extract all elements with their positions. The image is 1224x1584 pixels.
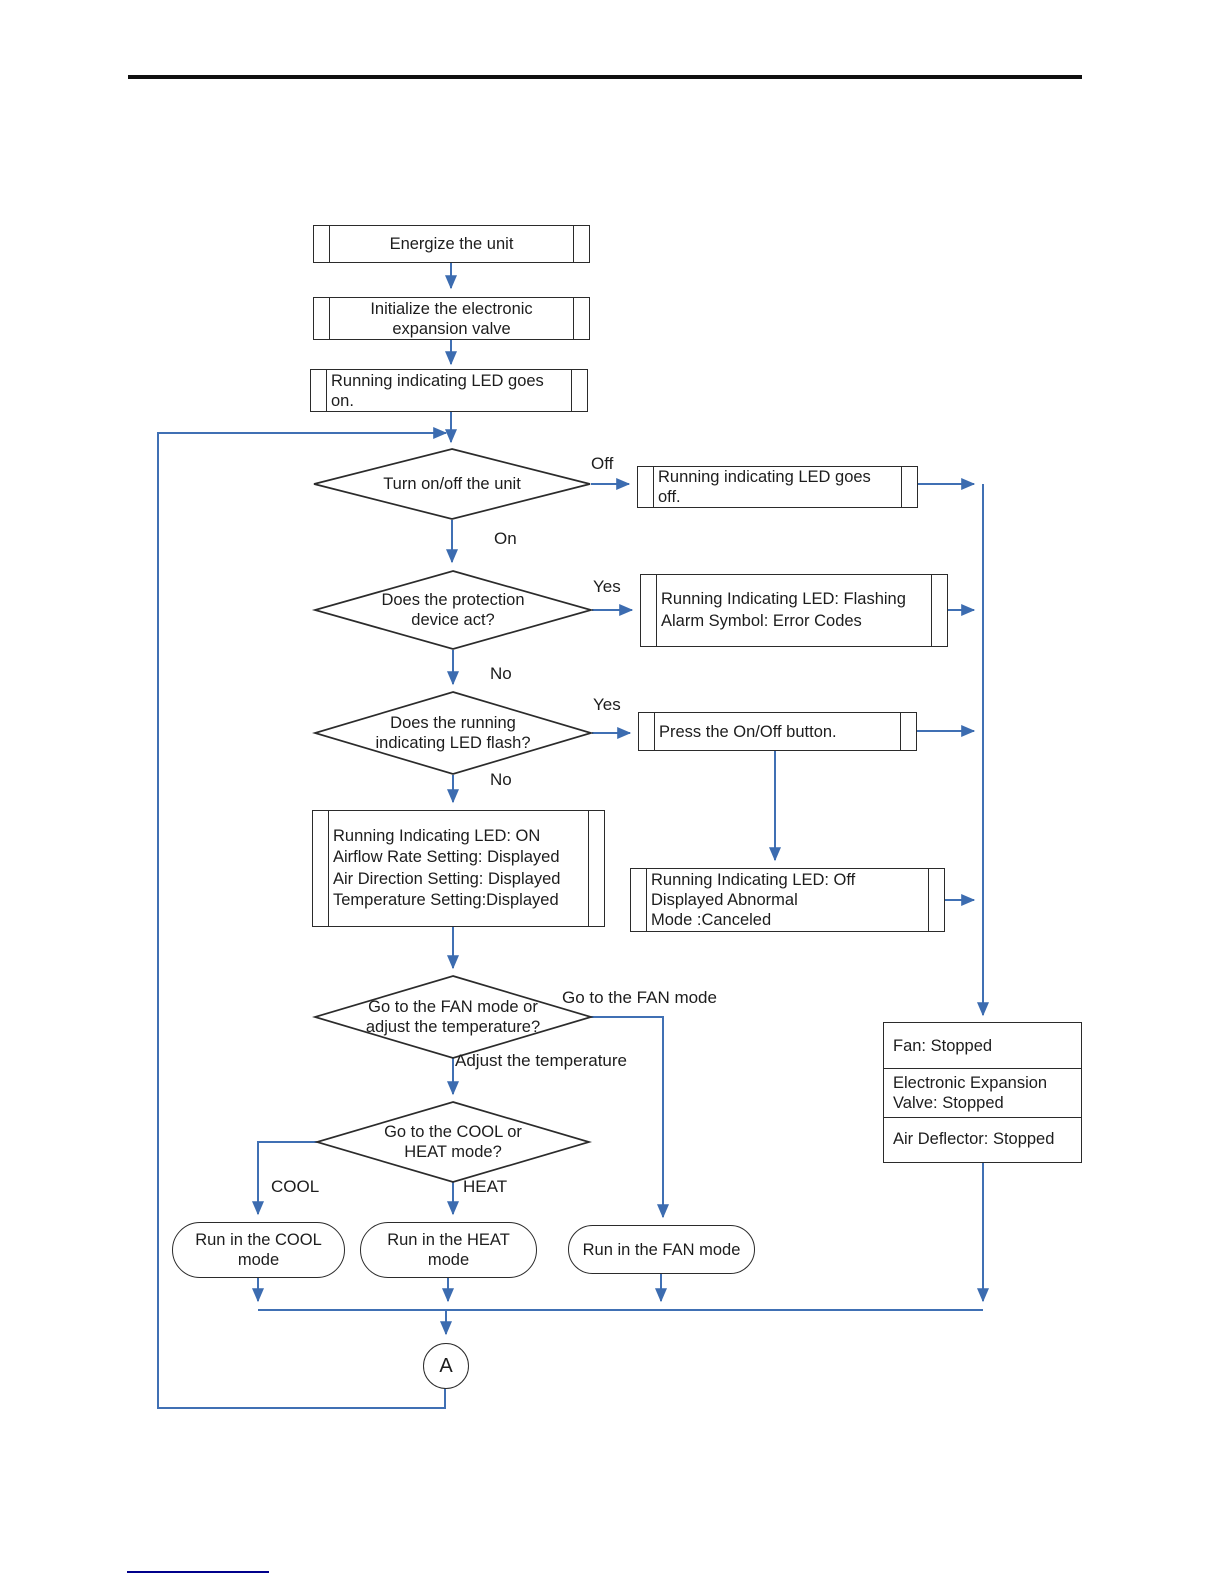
process-initialize-valve-label: Initialize the electronic expansion valv… — [314, 299, 589, 339]
branch-label-no-protection: No — [490, 664, 512, 683]
process-press-onoff-button-label: Press the On/Off button. — [639, 722, 916, 742]
text-line: expansion valve — [392, 319, 511, 338]
decision-protection-shape — [311, 570, 595, 650]
text-line: Air Direction Setting: Displayed — [333, 869, 561, 888]
process-led-goes-off: Running indicating LED goes off. — [637, 466, 918, 508]
decision-coolorheat-shape — [313, 1101, 593, 1183]
status-row-fan: Fan: Stopped — [884, 1023, 1081, 1069]
process-led-goes-off-label: Running indicating LED goes off. — [638, 467, 917, 507]
text-line: Running Indicating LED: Off — [651, 871, 856, 889]
status-row-valve-label: Electronic Expansion Valve: Stopped — [893, 1074, 1048, 1112]
text-line: Turn on/off the unit — [383, 475, 521, 493]
process-abnormal-canceled: Running Indicating LED: Off Displayed Ab… — [630, 868, 945, 932]
text-line: on. — [331, 391, 354, 410]
process-running-status: Running Indicating LED: ON Airflow Rate … — [312, 810, 605, 927]
text-line: Alarm Symbol: Error Codes — [661, 611, 862, 630]
status-row-valve: Electronic Expansion Valve: Stopped — [884, 1069, 1081, 1118]
feedback-loop-line — [157, 427, 448, 1409]
status-row-deflector-label: Air Deflector: Stopped — [893, 1130, 1055, 1148]
text-line: Displayed Abnormal — [651, 891, 798, 909]
branch-label-adjust-temperature: Adjust the temperature — [455, 1051, 627, 1070]
decision-fanortemp-label: Go to the FAN mode or adjust the tempera… — [315, 976, 591, 1058]
text-line: Initialize the electronic — [370, 299, 533, 318]
text-line: Airflow Rate Setting: Displayed — [333, 848, 560, 866]
branch-label-on: On — [494, 529, 517, 548]
text-line: device act? — [411, 611, 495, 629]
branch-label-yes-protection: Yes — [593, 577, 621, 596]
text-line: adjust the temperature? — [365, 1018, 541, 1036]
text-line: Go to the FAN mode or — [368, 998, 538, 1016]
branch-label-fan-mode: Go to the FAN mode — [562, 988, 717, 1007]
text-line: Press the On/Off button. — [659, 722, 837, 741]
process-led-flashing-alarm-label: Running Indicating LED: Flashing Alarm S… — [641, 589, 947, 632]
branch-label-no-flash: No — [490, 770, 512, 789]
text-line: indicating LED flash? — [375, 734, 531, 752]
decision-coolorheat-label: Go to the COOL or HEAT mode? — [317, 1102, 589, 1182]
decision-ledflash-shape — [312, 691, 594, 775]
text-line: Temperature Setting:Displayed — [333, 891, 559, 909]
process-energize-unit-label: Energize the unit — [314, 234, 589, 254]
branch-label-heat: HEAT — [463, 1177, 508, 1196]
terminal-run-fan-mode-label: Run in the FAN mode — [582, 1240, 741, 1259]
text-line: Go to the COOL or — [384, 1123, 522, 1141]
decision-turn-onoff-shape — [313, 448, 591, 520]
text-line: Running Indicating LED: Flashing — [661, 590, 906, 608]
terminal-run-cool-mode: Run in the COOL mode — [172, 1222, 345, 1278]
process-led-goes-on: Running indicating LED goes on. — [310, 369, 588, 412]
process-energize-unit: Energize the unit — [313, 225, 590, 263]
offpage-connector-a: A — [423, 1343, 469, 1389]
decision-fanortemp-shape — [312, 975, 594, 1059]
decision-protection-label: Does the protection device act? — [315, 571, 591, 649]
branch-label-off: Off — [591, 454, 614, 473]
text-line: Running Indicating LED: ON — [333, 826, 541, 845]
terminal-run-heat-mode: Run in the HEAT mode — [360, 1222, 537, 1278]
text-line: Running indicating LED goes — [331, 371, 544, 390]
branch-label-yes-flash: Yes — [593, 695, 621, 714]
process-abnormal-canceled-label: Running Indicating LED: Off Displayed Ab… — [631, 870, 944, 930]
process-initialize-valve: Initialize the electronic expansion valv… — [313, 297, 590, 340]
text-line: Mode :Canceled — [651, 911, 772, 929]
process-led-goes-on-label: Running indicating LED goes on. — [311, 371, 587, 411]
status-row-fan-label: Fan: Stopped — [893, 1036, 993, 1055]
status-table-stopped: Fan: Stopped Electronic Expansion Valve:… — [883, 1022, 1082, 1163]
status-row-deflector: Air Deflector: Stopped — [884, 1118, 1081, 1160]
decision-ledflash-label: Does the running indicating LED flash? — [315, 692, 591, 774]
text-line: Does the protection — [381, 591, 525, 609]
process-led-flashing-alarm: Running Indicating LED: Flashing Alarm S… — [640, 574, 948, 647]
process-running-status-label: Running Indicating LED: ON Airflow Rate … — [313, 826, 604, 912]
arrow-fan-branch — [591, 1016, 669, 1219]
footer-underline — [127, 1571, 269, 1573]
arrow-cool-branch — [252, 1141, 317, 1216]
offpage-connector-a-label: A — [439, 1354, 453, 1377]
terminal-run-cool-mode-label: Run in the COOL mode — [195, 1231, 322, 1269]
text-line: HEAT mode? — [404, 1143, 502, 1161]
terminal-run-fan-mode: Run in the FAN mode — [568, 1225, 755, 1274]
text-line: Running indicating LED goes — [658, 468, 871, 486]
terminal-run-heat-mode-label: Run in the HEAT mode — [387, 1231, 510, 1269]
text-line: off. — [658, 488, 681, 506]
top-rule — [128, 75, 1082, 79]
text-line: Does the running — [390, 714, 516, 732]
branch-label-cool: COOL — [271, 1177, 320, 1196]
decision-turn-onoff-label: Turn on/off the unit — [314, 449, 590, 519]
process-press-onoff-button: Press the On/Off button. — [638, 712, 917, 751]
text-line: Energize the unit — [389, 235, 514, 253]
